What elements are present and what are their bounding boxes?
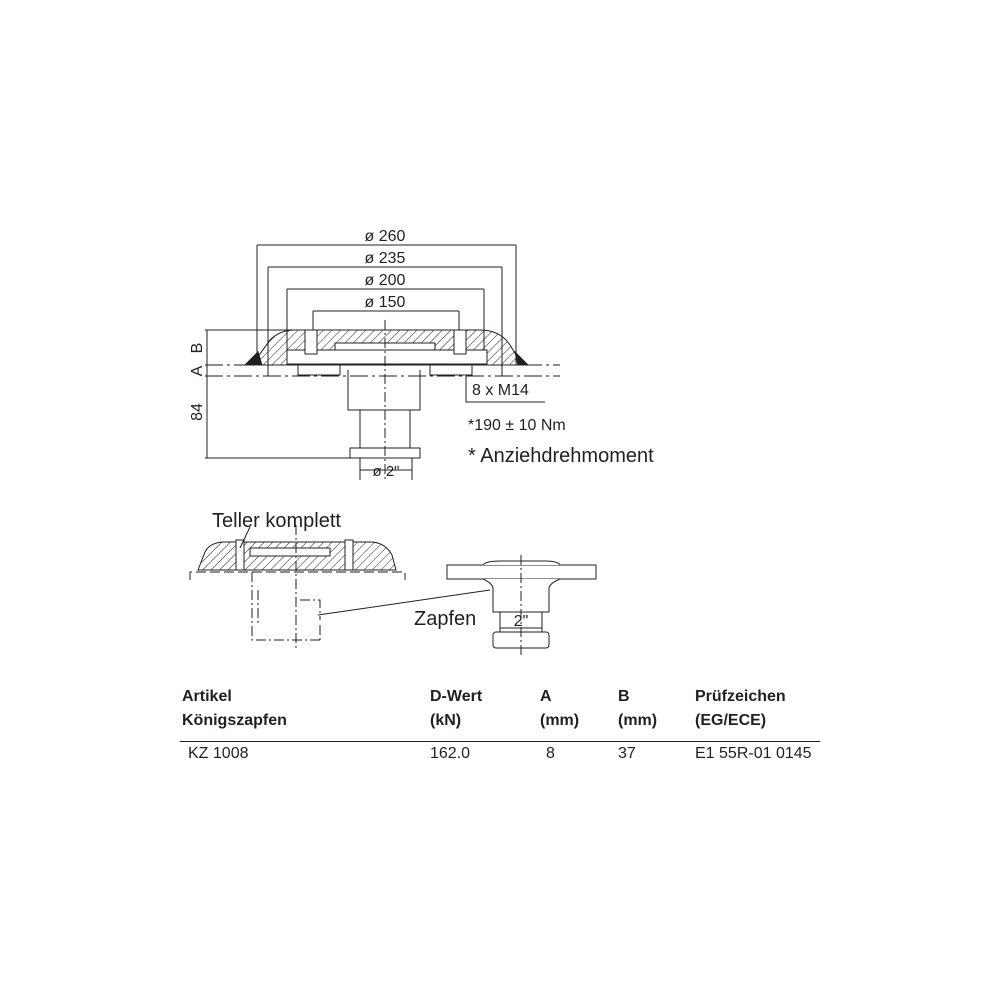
header-line: (mm) bbox=[540, 712, 580, 729]
cell-b: 37 bbox=[618, 745, 636, 762]
dim-200: ø 200 bbox=[365, 272, 406, 289]
header-line: Artikel bbox=[182, 688, 232, 705]
header-line: Prüfzeichen bbox=[695, 688, 786, 705]
label-84: 84 bbox=[189, 403, 206, 421]
table-divider bbox=[180, 741, 820, 742]
zapfen-dim-label: 2" bbox=[514, 613, 529, 630]
header-line: B bbox=[618, 688, 630, 705]
kingpin-shank bbox=[347, 370, 421, 459]
cell-pruefzeichen: E1 55R-01 0145 bbox=[695, 745, 812, 762]
torque-note: * Anziehdrehmoment bbox=[468, 445, 654, 467]
teller-label: Teller komplett bbox=[212, 510, 341, 532]
bolts-label: 8 x M14 bbox=[472, 382, 529, 399]
dim-260: ø 260 bbox=[365, 228, 406, 245]
header-b: B (mm) bbox=[618, 685, 657, 733]
cell-artikel: KZ 1008 bbox=[188, 745, 249, 762]
header-line: (mm) bbox=[618, 712, 658, 729]
header-a: A (mm) bbox=[540, 685, 579, 733]
header-line: A bbox=[540, 688, 552, 705]
header-line: Königszapfen bbox=[182, 712, 287, 729]
header-line: (EG/ECE) bbox=[695, 712, 767, 729]
label-a: A bbox=[189, 365, 206, 376]
zapfen-drawing bbox=[446, 555, 597, 655]
header-line: (kN) bbox=[430, 712, 462, 729]
header-pruefzeichen: Prüfzeichen (EG/ECE) bbox=[695, 685, 786, 733]
torque-value: *190 ± 10 Nm bbox=[468, 417, 566, 434]
main-dimension-labels: ø 260 ø 235 ø 200 ø 150 B A 84 ø 2" 8 x … bbox=[189, 228, 654, 480]
diameter-dimensions bbox=[256, 244, 517, 376]
header-line: D-Wert bbox=[430, 688, 483, 705]
header-artikel: Artikel Königszapfen bbox=[182, 685, 287, 733]
main-section-drawing bbox=[205, 244, 560, 480]
parts-labels: Teller komplett Zapfen 2" bbox=[212, 510, 528, 630]
header-d-wert: D-Wert (kN) bbox=[430, 685, 482, 733]
dim-150: ø 150 bbox=[365, 294, 406, 311]
cell-d-wert: 162.0 bbox=[430, 745, 471, 762]
teller-drawing bbox=[189, 525, 491, 650]
cell-a: 8 bbox=[546, 745, 555, 762]
zapfen-label: Zapfen bbox=[414, 608, 476, 630]
dim-235: ø 235 bbox=[365, 250, 406, 267]
label-b: B bbox=[189, 343, 206, 354]
label-shank-diameter: ø 2" bbox=[373, 463, 400, 480]
